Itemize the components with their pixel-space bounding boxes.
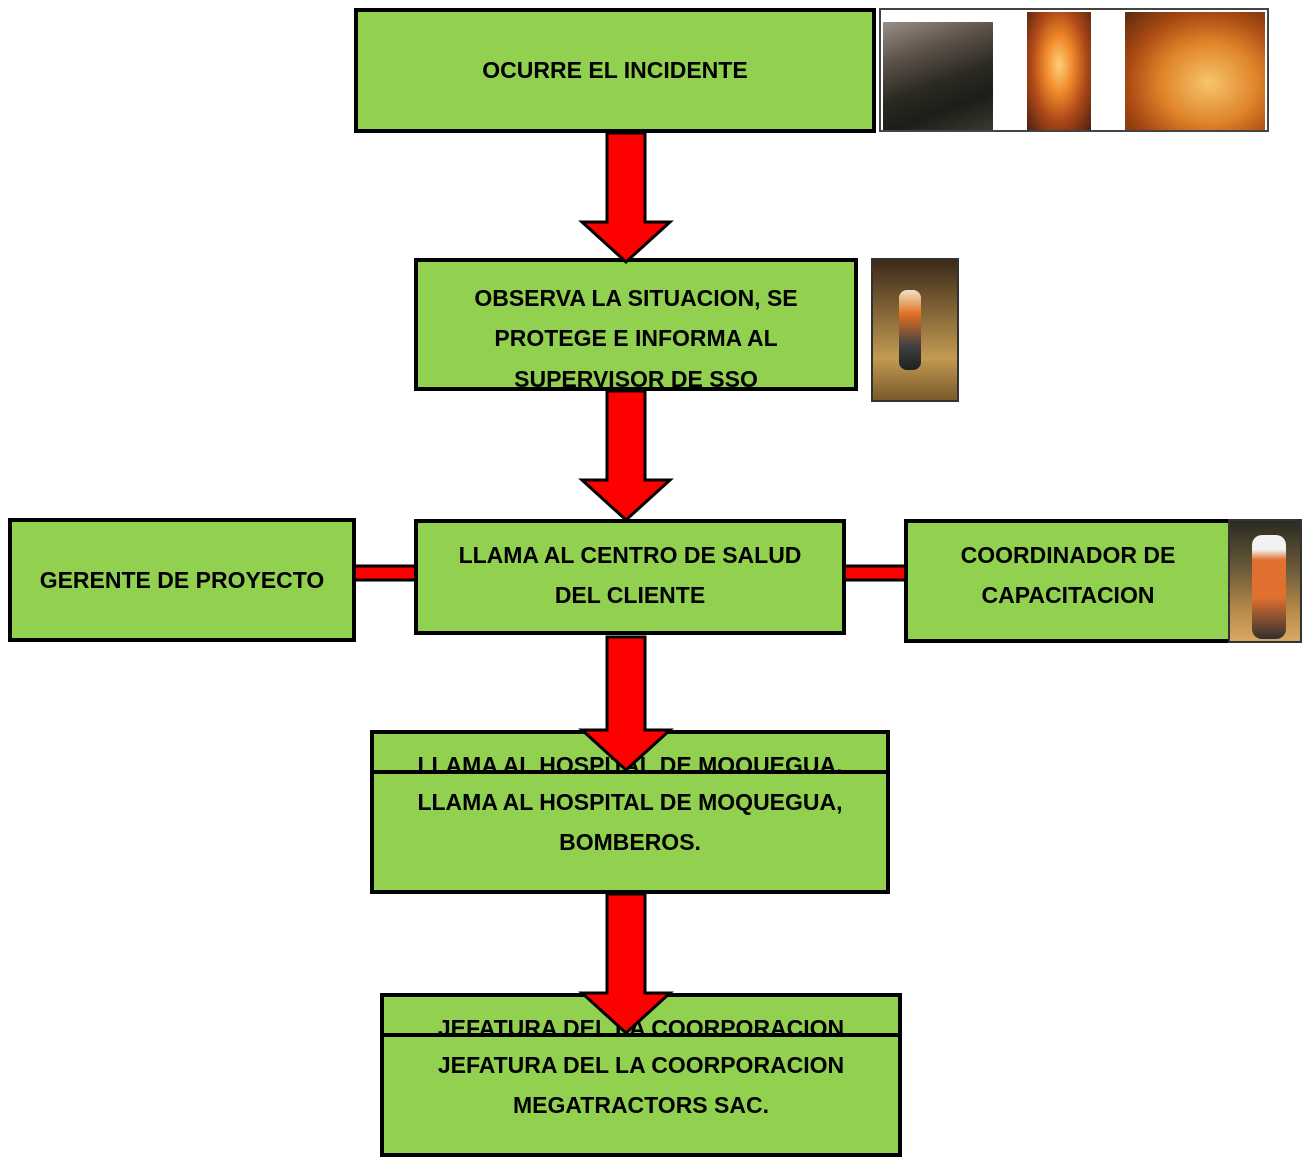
mine-tunnel-photo — [883, 22, 993, 130]
step-training-coordinator: COORDINADOR DE CAPACITACION — [904, 519, 1232, 643]
step-observe-label: OBSERVA LA SITUACION, SE PROTEGE E INFOR… — [474, 285, 798, 391]
step-training-coordinator-label: COORDINADOR DE CAPACITACION — [960, 542, 1176, 609]
step-project-manager-label: GERENTE DE PROYECTO — [39, 566, 325, 593]
arrow-incident-to-observe — [578, 131, 674, 265]
fire-photo — [1027, 12, 1091, 130]
rescue-photo — [1125, 12, 1265, 130]
step-incident: OCURRE EL INCIDENTE — [354, 8, 876, 133]
step-project-manager: GERENTE DE PROYECTO — [8, 518, 356, 642]
arrow-observe-to-health-center — [578, 389, 674, 523]
coordinator-figure — [1252, 535, 1286, 639]
worker-figure — [899, 290, 921, 370]
step-health-center: LLAMA AL CENTRO DE SALUD DEL CLIENTE — [414, 519, 846, 635]
worker-photo — [871, 258, 959, 402]
incident-photos-strip — [879, 8, 1269, 132]
step-hospital-label: LLAMA AL HOSPITAL DE MOQUEGUA, BOMBEROS. — [417, 789, 843, 856]
step-management: JEFATURA DEL LA COORPORACION MEGATRACTOR… — [380, 1033, 902, 1157]
step-incident-label: OCURRE EL INCIDENTE — [482, 57, 748, 84]
step-health-center-label: LLAMA AL CENTRO DE SALUD DEL CLIENTE — [458, 542, 802, 609]
step-management-label: JEFATURA DEL LA COORPORACION MEGATRACTOR… — [437, 1052, 845, 1119]
arrow-health-center-to-hospital — [578, 635, 674, 773]
arrow-hospital-to-management — [578, 892, 674, 1036]
step-observe: OBSERVA LA SITUACION, SE PROTEGE E INFOR… — [414, 258, 858, 391]
step-hospital: LLAMA AL HOSPITAL DE MOQUEGUA, BOMBEROS. — [370, 770, 890, 894]
coordinator-photo — [1228, 519, 1302, 643]
